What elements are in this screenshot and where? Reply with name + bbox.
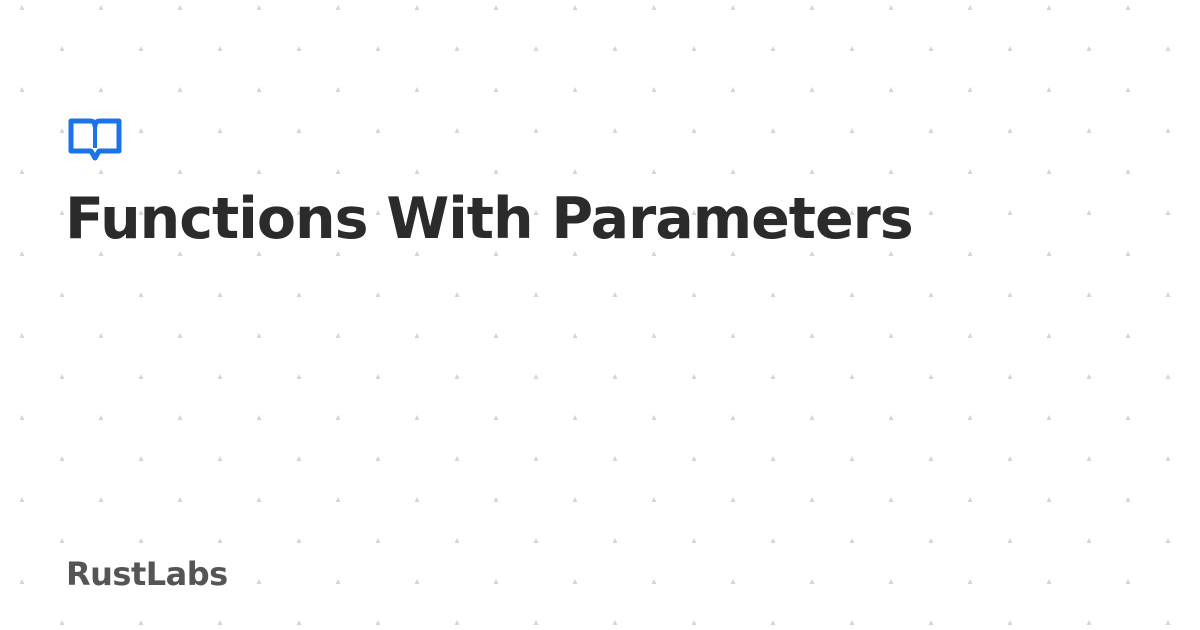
open-book-icon [68, 118, 122, 161]
brand-name: RustLabs [66, 555, 228, 593]
page-title: Functions With Parameters [65, 186, 914, 252]
